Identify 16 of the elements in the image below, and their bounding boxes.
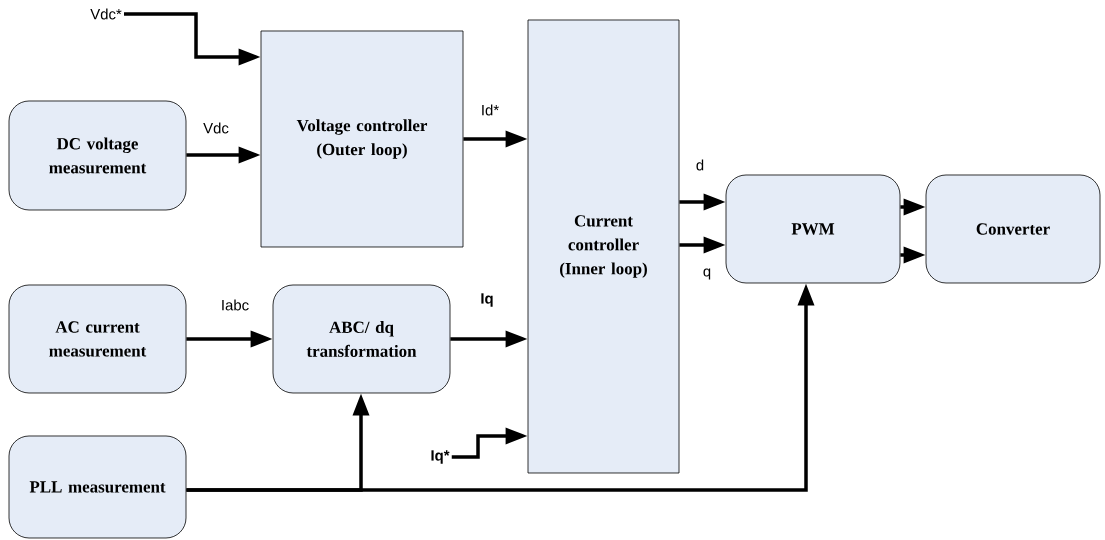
- edge-label: q: [701, 267, 713, 281]
- edge-label: Iq: [479, 292, 495, 308]
- block-box: Current controller (Inner loop): [527, 19, 680, 474]
- rounded-box: AC current measurement: [8, 284, 187, 394]
- rounded-box: Converter: [925, 174, 1101, 284]
- rounded-box: PWM: [725, 174, 901, 284]
- edge-label: Id*: [479, 103, 501, 117]
- block-box: Voltage controller (Outer loop): [260, 30, 464, 248]
- rounded-box: PLL measurement: [8, 435, 187, 539]
- signal-label: Vdc*: [90, 8, 122, 20]
- signal-label: Iq*: [431, 450, 450, 464]
- rounded-box: ABC/ dq transformation: [272, 284, 451, 394]
- edge-label: d: [694, 158, 706, 172]
- rounded-box: DC voltage measurement: [8, 100, 187, 211]
- edge-label: Vdc: [202, 121, 230, 135]
- edge-label: Iabc: [219, 298, 251, 312]
